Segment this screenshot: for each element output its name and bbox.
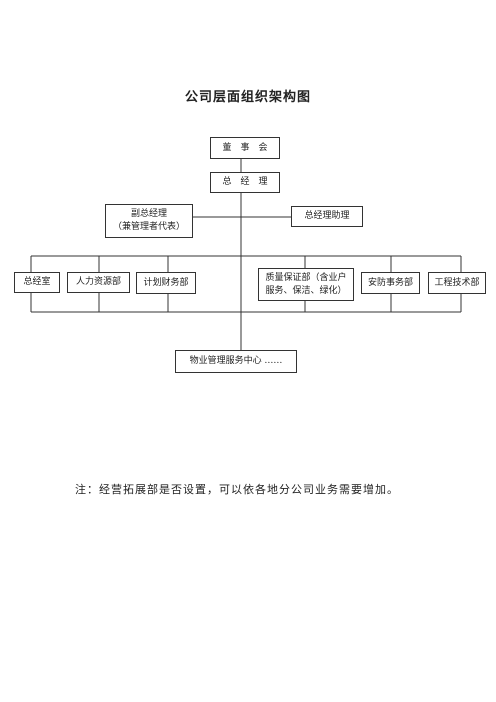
node-gm-assistant: 总经理助理 xyxy=(291,206,363,227)
node-quality: 质量保证部（含业户 服务、保洁、绿化） xyxy=(258,268,354,301)
node-board: 董 事 会 xyxy=(210,137,280,159)
node-finance: 计划财务部 xyxy=(136,272,196,294)
node-general-office: 总经室 xyxy=(14,272,60,293)
node-deputy-general-manager: 副总经理 （兼管理者代表） xyxy=(105,204,193,238)
node-general-manager: 总 经 理 xyxy=(210,172,280,193)
node-security: 安防事务部 xyxy=(361,272,420,294)
node-hr: 人力资源部 xyxy=(67,272,130,293)
page-title: 公司层面组织架构图 xyxy=(184,90,311,105)
node-engineering: 工程技术部 xyxy=(428,272,486,294)
node-property-service-center: 物业管理服务中心 …… xyxy=(175,350,297,373)
footnote: 注：经营拓展部是否设置，可以依各地分公司业务需要增加。 xyxy=(75,483,399,496)
